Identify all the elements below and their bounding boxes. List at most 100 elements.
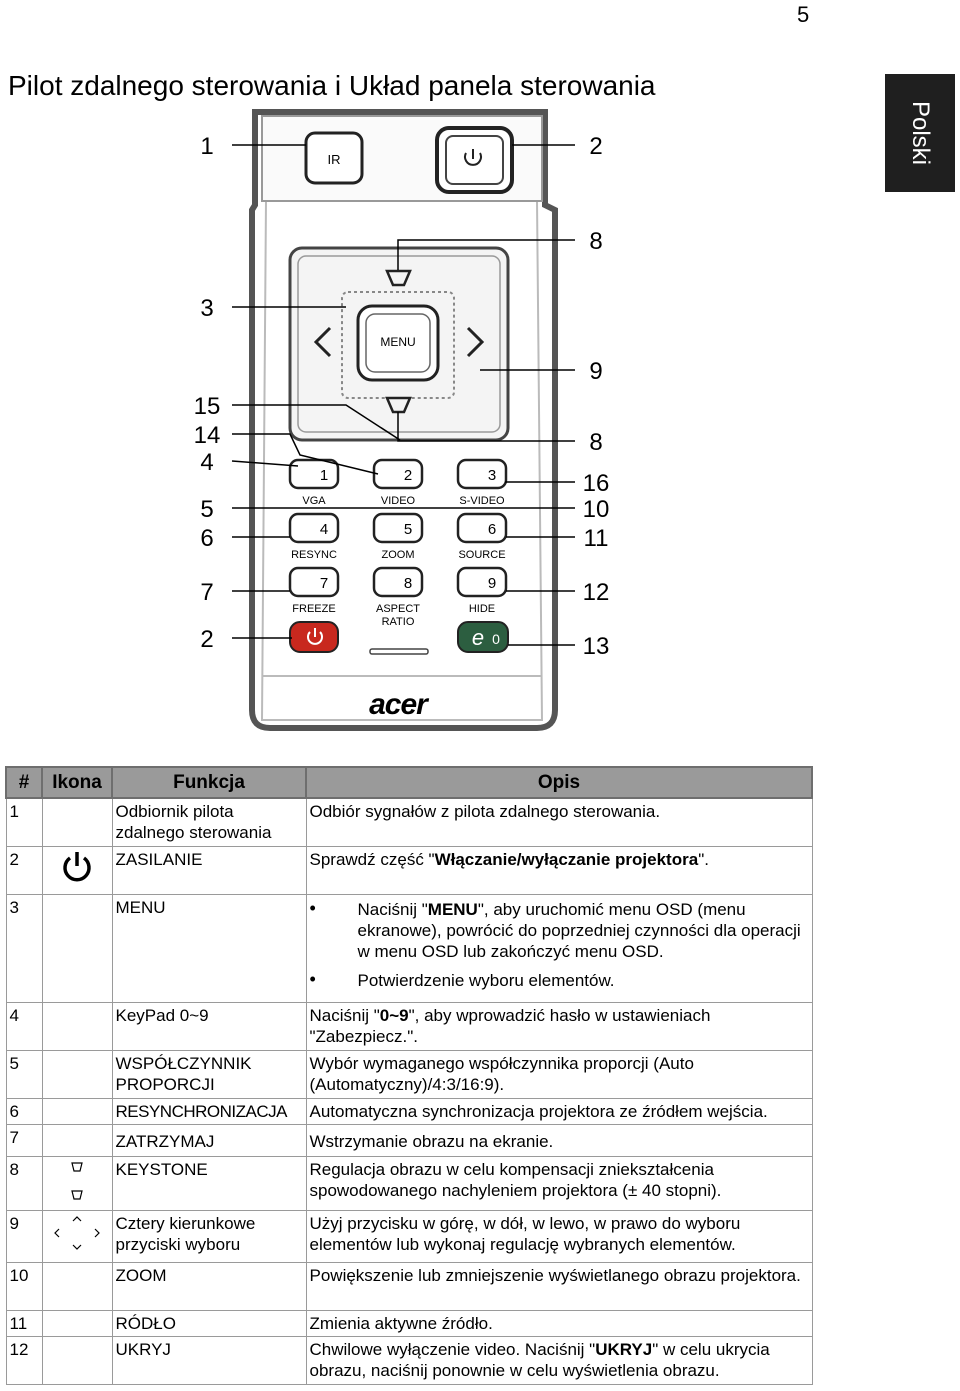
- callout-number: 11: [584, 525, 609, 552]
- keypad-key[interactable]: [456, 566, 508, 598]
- keypad-key[interactable]: [372, 458, 424, 490]
- row-icon: [41, 1261, 113, 1311]
- key-number: 7: [320, 575, 328, 592]
- right-arrow-icon[interactable]: [466, 326, 485, 358]
- table-row: 9 Cztery kierunkowe przyciski wyboru Uży…: [5, 1209, 813, 1263]
- table-row: 12 UKRYJ Chwilowe wyłączenie video. Naci…: [5, 1335, 813, 1385]
- language-tab: Polski: [885, 74, 955, 192]
- ir-receiver: [304, 131, 364, 185]
- table-row: 1 Odbiornik pilota zdalnego sterowania O…: [5, 797, 813, 847]
- remote-control-diagram: IR MENU 1VGA2VIDEO3S-VIDEO4RESYNC5ZOOM6S…: [194, 109, 610, 731]
- row-description: Wybór wymaganego współczynnika proporcji…: [305, 1049, 813, 1099]
- key-number: 2: [404, 467, 412, 484]
- page-title: Pilot zdalnego sterowania i Układ panela…: [8, 70, 656, 101]
- bullet-item: Potwierdzenie wyboru elementów.: [310, 969, 809, 991]
- row-description: Chwilowe wyłączenie video. Naciśnij "UKR…: [305, 1335, 813, 1385]
- row-icon: [41, 1155, 113, 1211]
- e-icon: e: [472, 625, 484, 650]
- callout-number: 2: [589, 133, 602, 160]
- callout-number: 5: [200, 496, 213, 523]
- callout-number: 6: [200, 525, 213, 552]
- keystone-icon: [71, 1161, 83, 1200]
- row-function: UKRYJ: [111, 1335, 307, 1385]
- function-table: # Ikona Funkcja Opis 1 Odbiornik pilota …: [5, 766, 813, 1385]
- table-row: 4 KeyPad 0~9 Naciśnij "0~9", aby wprowad…: [5, 1001, 813, 1051]
- callout-number: 2: [200, 626, 213, 653]
- key-label: SOURCE: [458, 549, 505, 561]
- table-row: 11 RÓDŁO Zmienia aktywne źródło.: [5, 1309, 813, 1337]
- row-function: RESYNCHRONIZACJA: [111, 1097, 307, 1125]
- column-header: Ikona: [41, 766, 113, 799]
- table-row: 6 RESYNCHRONIZACJA Automatyczna synchron…: [5, 1097, 813, 1125]
- row-icon: [41, 893, 113, 1003]
- callout-number: 12: [583, 579, 610, 606]
- row-description: Regulacja obrazu w celu kompensacji znie…: [305, 1155, 813, 1211]
- row-number: 9: [5, 1209, 43, 1263]
- keystone-down-icon[interactable]: [385, 396, 412, 414]
- ir-label: IR: [328, 152, 341, 167]
- column-header: Opis: [305, 766, 813, 799]
- keypad-key[interactable]: [372, 566, 424, 598]
- callout-number: 8: [589, 429, 602, 456]
- keypad-key[interactable]: [288, 512, 340, 544]
- row-icon: [41, 845, 113, 895]
- row-function: KEYSTONE: [111, 1155, 307, 1211]
- callout-number: 16: [583, 470, 610, 497]
- row-number: 7: [5, 1123, 43, 1157]
- keypad-key[interactable]: [456, 512, 508, 544]
- key-label: FREEZE: [292, 603, 335, 615]
- row-description: Naciśnij "0~9", aby wprowadzić hasło w u…: [305, 1001, 813, 1051]
- row-function: RÓDŁO: [111, 1309, 307, 1337]
- table-row: 3 MENU Naciśnij "MENU", aby uruchomić me…: [5, 893, 813, 1003]
- keystone-up-icon[interactable]: [385, 269, 412, 287]
- key-label: VGA: [302, 495, 326, 507]
- acer-logo: acer: [369, 688, 430, 721]
- row-number: 12: [5, 1335, 43, 1385]
- callout-number: 10: [583, 496, 610, 523]
- key-number: 3: [488, 467, 496, 484]
- table-header-row: # Ikona Funkcja Opis: [5, 766, 813, 799]
- row-icon: [41, 1209, 113, 1263]
- menu-label: MENU: [380, 335, 415, 349]
- keypad-key[interactable]: [372, 512, 424, 544]
- callout-line: [232, 404, 401, 441]
- column-header: #: [5, 766, 43, 799]
- table-row: 7 ZATRZYMAJ Wstrzymanie obrazu na ekrani…: [5, 1123, 813, 1157]
- row-icon: [41, 1049, 113, 1099]
- row-function: ZOOM: [111, 1261, 307, 1311]
- key-number: 4: [320, 521, 328, 538]
- callout-number: 15: [194, 393, 221, 420]
- callout-number: 4: [200, 449, 213, 476]
- key-label: S-VIDEO: [459, 495, 505, 507]
- row-function: Odbiornik pilota zdalnego sterowania: [111, 797, 307, 847]
- row-function: Cztery kierunkowe przyciski wyboru: [111, 1209, 307, 1263]
- bullet-item: Naciśnij "MENU", aby uruchomić menu OSD …: [310, 898, 809, 962]
- callout-number: 7: [200, 579, 213, 606]
- row-description: Użyj przycisku w górę, w dół, w lewo, w …: [305, 1209, 813, 1263]
- keypad-key[interactable]: [456, 458, 508, 490]
- callout-number: 13: [583, 633, 610, 660]
- table-row: 5 WSPÓŁCZYNNIK PROPORCJI Wybór wymaganeg…: [5, 1049, 813, 1099]
- callout-line: [397, 412, 575, 442]
- key-label: RESYNC: [291, 549, 337, 561]
- callout-line: [232, 433, 379, 475]
- left-arrow-icon[interactable]: [313, 326, 332, 358]
- row-description: Odbiór sygnałów z pilota zdalnego sterow…: [305, 797, 813, 847]
- row-icon: [41, 1335, 113, 1385]
- key-number: 9: [488, 575, 496, 592]
- row-description: Automatyczna synchronizacja projektora z…: [305, 1097, 813, 1125]
- row-number: 2: [5, 845, 43, 895]
- key-label: RATIO: [382, 616, 415, 628]
- keypad-key[interactable]: [288, 566, 340, 598]
- key-label: VIDEO: [381, 495, 416, 507]
- arrow-keys-icon: [54, 1215, 100, 1250]
- power-icon: [464, 149, 482, 166]
- column-header: Funkcja: [111, 766, 307, 799]
- page-number: 5: [797, 2, 810, 27]
- row-description: Naciśnij "MENU", aby uruchomić menu OSD …: [305, 893, 813, 1003]
- keypad-key[interactable]: [288, 458, 340, 490]
- row-function: ZATRZYMAJ: [111, 1123, 307, 1157]
- empowering-key[interactable]: [457, 621, 509, 653]
- row-function: ZASILANIE: [111, 845, 307, 895]
